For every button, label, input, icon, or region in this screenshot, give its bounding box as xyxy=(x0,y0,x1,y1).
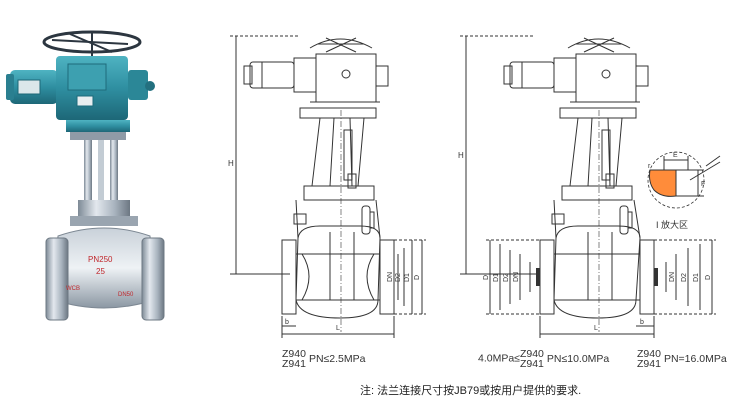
rating-prefix-middle: 4.0MPa≤ xyxy=(478,352,520,365)
dim-groove-f: F xyxy=(701,181,705,188)
model-stack-left: Z940 Z941 xyxy=(282,348,306,370)
caption-middle: 4.0MPa≤ Z940 Z941 PN≤10.0MPa xyxy=(478,348,610,370)
model-stack-right: Z940 Z941 xyxy=(637,348,661,370)
photo-marking-size: 25 xyxy=(96,267,105,276)
model-top-middle: Z940 xyxy=(519,348,544,360)
rating-left: PN≤2.5MPa xyxy=(308,352,366,365)
dim-d-2: D xyxy=(483,275,490,280)
groove-detail: E F r xyxy=(647,151,721,209)
dim-length-1: L xyxy=(336,325,340,332)
dim-d-3: D xyxy=(705,275,712,280)
valve-photo: PN250 25 WCB DN50 xyxy=(6,30,165,321)
rating-right: PN=16.0MPa xyxy=(663,352,727,365)
dim-groove-r: r xyxy=(648,163,651,170)
photo-marking-material: WCB xyxy=(66,286,80,292)
dim-thickness-2: b xyxy=(640,319,644,326)
detail-label: I 放大区 xyxy=(656,220,689,230)
drawing-pn100: H xyxy=(458,35,716,338)
dim-height-2: H xyxy=(458,151,464,160)
dim-groove-e: E xyxy=(673,152,678,159)
dim-dn-1: DN xyxy=(387,272,394,282)
dim-d2-2: D2 xyxy=(503,273,510,282)
dim-d1-2: D1 xyxy=(493,273,500,282)
photo-marking-rating: PN250 xyxy=(88,255,113,264)
dim-d-1: D xyxy=(414,275,421,280)
model-bottom-left: Z941 xyxy=(282,358,306,370)
dim-thickness-1: b xyxy=(285,319,289,326)
dim-dn-3: DN xyxy=(669,272,676,282)
caption-right: Z940 Z941 PN=16.0MPa xyxy=(637,348,727,370)
photo-marking-dn: DN50 xyxy=(118,292,134,298)
dim-dn-2: DN xyxy=(513,272,520,282)
model-bottom-right: Z941 xyxy=(637,358,661,370)
model-bottom-middle: Z941 xyxy=(519,358,544,370)
footnote: 注: 法兰连接尺寸按JB79或按用户提供的要求. xyxy=(360,385,582,397)
dim-d2-3: D2 xyxy=(681,273,688,282)
model-top-right: Z940 xyxy=(637,348,661,360)
dim-d1-1: D1 xyxy=(404,273,411,282)
dim-length-2: L xyxy=(594,325,598,332)
caption-left: Z940 Z941 PN≤2.5MPa xyxy=(282,348,366,370)
drawing-pn25: H xyxy=(228,35,426,338)
model-stack-middle: Z940 Z941 xyxy=(519,348,544,370)
dim-height-1: H xyxy=(228,159,234,168)
rating-middle: PN≤10.0MPa xyxy=(546,352,610,365)
dim-d2-1: D2 xyxy=(395,273,402,282)
dim-d1-3: D1 xyxy=(693,273,700,282)
model-top-left: Z940 xyxy=(282,348,306,360)
